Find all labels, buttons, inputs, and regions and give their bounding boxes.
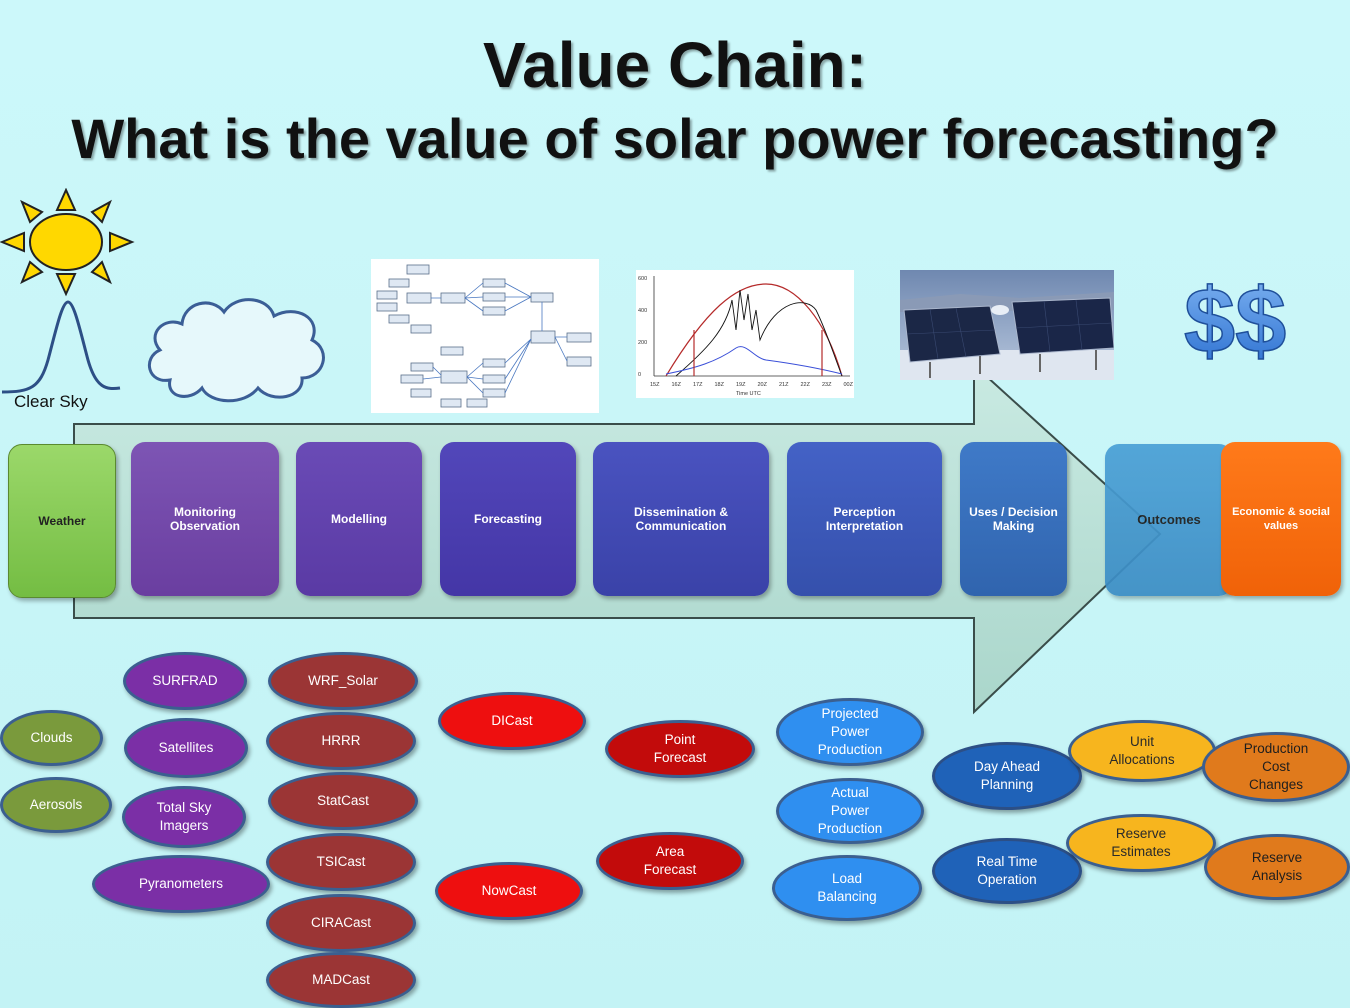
oval-madcast[interactable]: MADCast [266,952,416,1008]
oval-clouds[interactable]: Clouds [0,710,103,766]
oval-production-cost-changes[interactable]: Production Cost Changes [1202,732,1350,802]
chain-modelling[interactable]: Modelling [296,442,422,596]
mini-chart-x-tick: 22Z [801,382,811,388]
sun-icon [0,188,136,298]
oval-pyranometers[interactable]: Pyranometers [92,855,270,913]
clear-sky-label: Clear Sky [14,392,88,412]
oval-reserve-analysis[interactable]: Reserve Analysis [1204,834,1350,900]
dollar-signs-icon: $$ [1180,268,1292,368]
oval-projected-power[interactable]: Projected Power Production [776,698,924,766]
svg-text:$$: $$ [1184,270,1286,368]
oval-satellites[interactable]: Satellites [124,718,248,778]
oval-wrf-solar[interactable]: WRF_Solar [268,652,418,710]
oval-reserve-estimates[interactable]: Reserve Estimates [1066,814,1216,872]
solar-panel-photo [900,270,1114,380]
mini-chart-x-tick: 00Z [844,382,854,388]
oval-point-forecast[interactable]: Point Forecast [605,720,755,778]
chain-outcomes[interactable]: Outcomes [1105,444,1233,596]
cloud-icon [140,288,332,408]
oval-day-ahead-planning[interactable]: Day Ahead Planning [932,742,1082,810]
oval-dicast[interactable]: DICast [438,692,586,750]
chain-monitoring-observation[interactable]: Monitoring Observation [131,442,279,596]
chain-economic-social[interactable]: Economic & social values [1221,442,1341,596]
oval-ciracast[interactable]: CIRACast [266,894,416,952]
mini-chart-x-tick: 18Z [715,382,725,388]
chain-weather[interactable]: Weather [8,444,116,598]
oval-unit-allocations[interactable]: Unit Allocations [1068,720,1216,782]
mini-chart-x-tick: 17Z [693,382,703,388]
oval-surfrad[interactable]: SURFRAD [123,652,247,710]
mini-chart-y-tick: 0 [638,372,641,378]
oval-real-time-operation[interactable]: Real Time Operation [932,838,1082,904]
chain-uses-decision[interactable]: Uses / Decision Making [960,442,1067,596]
bell-curve-icon [0,300,130,395]
mini-chart-y-tick: 400 [638,308,647,314]
mini-chart-x-tick: 16Z [672,382,682,388]
mini-chart-x-label: Time UTC [736,391,761,397]
oval-statcast[interactable]: StatCast [268,772,418,830]
oval-load-balancing[interactable]: Load Balancing [772,855,922,921]
oval-area-forecast[interactable]: Area Forecast [596,832,744,890]
mini-chart-x-tick: 20Z [758,382,768,388]
flowchart-thumbnail [371,259,599,413]
mini-chart-x-tick: 15Z [650,382,660,388]
mini-chart-y-tick: 200 [638,340,647,346]
mini-chart-y-tick: 600 [638,276,647,282]
oval-tsicast[interactable]: TSICast [266,833,416,891]
oval-total-sky-imagers[interactable]: Total Sky Imagers [122,786,246,848]
oval-aerosols[interactable]: Aerosols [0,777,112,833]
chain-forecasting[interactable]: Forecasting [440,442,576,596]
chain-dissemination[interactable]: Dissemination & Communication [593,442,769,596]
mini-chart-x-tick: 21Z [779,382,789,388]
mini-chart-x-tick: 19Z [736,382,746,388]
power-chart-thumbnail: 600 400 200 0 15Z 16Z 17Z 18Z 19Z 20Z 21Z 22Z 23Z 00Z… [636,270,854,398]
chain-perception[interactable]: Perception Interpretation [787,442,942,596]
oval-hrrr[interactable]: HRRR [266,712,416,770]
oval-nowcast[interactable]: NowCast [435,862,583,920]
mini-chart-x-tick: 23Z [822,382,832,388]
oval-actual-power[interactable]: Actual Power Production [776,778,924,844]
